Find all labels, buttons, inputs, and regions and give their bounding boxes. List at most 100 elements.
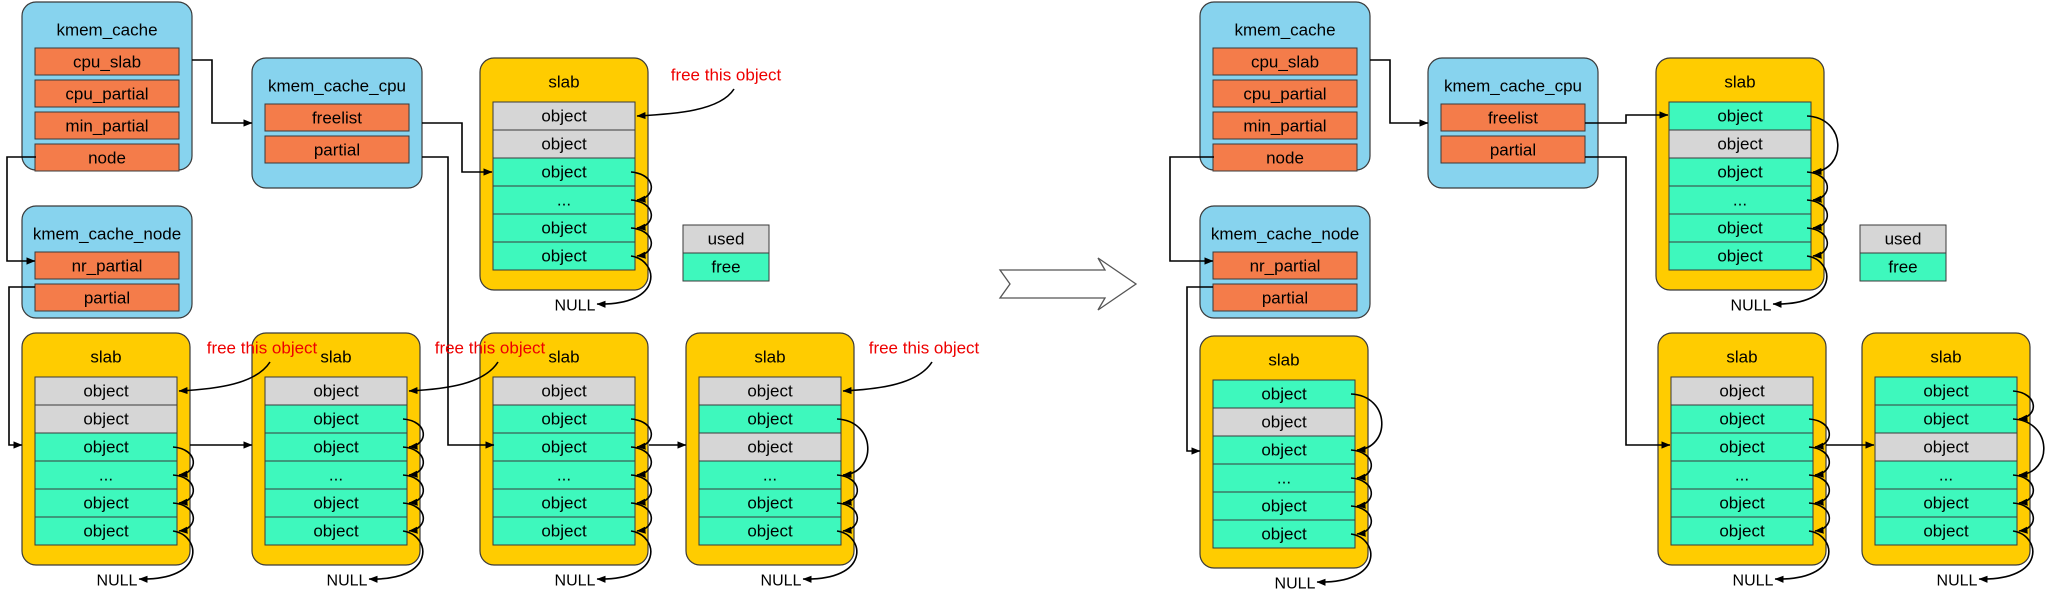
before-partial-slab-3-next-link	[630, 446, 653, 478]
field-partial	[1440, 135, 1586, 164]
field-partial	[34, 283, 180, 312]
before-partial-slab-4-title: slab	[754, 348, 785, 367]
before-freelist-link	[422, 122, 493, 176]
object-label: object	[747, 522, 793, 541]
after-partial-slab-2-null-link	[1978, 530, 2034, 583]
after-partial-slab-1-next-link	[1808, 502, 1831, 534]
after-partial-slab-2-null: NULL	[1937, 573, 1978, 590]
object-free	[698, 460, 842, 490]
field-cpu_slab	[1212, 47, 1358, 76]
object-free	[492, 516, 636, 546]
legend-free-label: free	[1888, 258, 1917, 277]
object-label: object	[747, 494, 793, 513]
before-kmem-cache: kmem_cachecpu_slabcpu_partialmin_partial…	[21, 1, 193, 172]
object-used	[492, 376, 636, 406]
object-free	[1670, 516, 1814, 546]
after-cpu-slab-next-link	[1806, 171, 1829, 203]
after-kmem-cache-node-title: kmem_cache_node	[1211, 225, 1359, 244]
after-partial-slab-2-next-link	[2012, 502, 2035, 534]
field-cpu_partial-label: cpu_partial	[65, 85, 148, 104]
object-label: object	[541, 382, 587, 401]
legend-used-swatch	[682, 224, 770, 254]
object-label: object	[1719, 382, 1765, 401]
field-min_partial	[34, 111, 180, 140]
object-label: ...	[557, 191, 571, 210]
before-partial-slab-3-next-link	[630, 474, 653, 506]
object-label: object	[1717, 219, 1763, 238]
after-cpu-slab-title: slab	[1724, 73, 1755, 92]
after-cpu-partial-link	[1585, 156, 1671, 449]
object-label: object	[747, 410, 793, 429]
object-free	[1668, 185, 1812, 215]
object-free	[698, 516, 842, 546]
field-node-label: node	[1266, 149, 1304, 168]
object-label: object	[83, 522, 129, 541]
after-partial-slab-1-null: NULL	[1733, 573, 1774, 590]
field-node-label: node	[88, 149, 126, 168]
legend-free-swatch	[682, 252, 770, 282]
object-label: object	[1717, 247, 1763, 266]
after-cpu-slab-null: NULL	[1731, 298, 1772, 315]
object-free	[1874, 404, 2018, 434]
object-label: ...	[557, 466, 571, 485]
field-min_partial-label: min_partial	[65, 117, 148, 136]
after-partial-slab-1-next-link	[1808, 418, 1831, 450]
before-partial-slab-3-null-link	[596, 530, 652, 583]
field-partial-label: partial	[1490, 141, 1536, 160]
object-label: object	[1719, 438, 1765, 457]
after-node-slab-next-link	[1350, 393, 1383, 454]
object-label: object	[541, 410, 587, 429]
field-nr_partial-label: nr_partial	[1250, 257, 1321, 276]
after-cpu-slab-next-link	[1806, 227, 1829, 259]
before-slab4-annotation-arrow	[842, 361, 933, 395]
object-label: object	[83, 494, 129, 513]
object-label: object	[83, 410, 129, 429]
after-node-link	[1169, 156, 1214, 265]
object-free	[264, 516, 408, 546]
before-partial-slab-4-next-link	[836, 474, 859, 506]
object-free	[1212, 379, 1356, 409]
before-slab4-annotation: free this object	[869, 339, 980, 358]
object-free	[1670, 488, 1814, 518]
after-node-slab-title: slab	[1268, 351, 1299, 370]
object-used	[34, 404, 178, 434]
after-cpu_slab-link	[1370, 59, 1429, 127]
before-cpu-annotation-arrow	[636, 88, 735, 120]
field-node	[1212, 143, 1358, 172]
field-min_partial	[1212, 111, 1358, 140]
object-label: ...	[1733, 191, 1747, 210]
object-label: object	[313, 410, 359, 429]
after-partial-slab-2-title: slab	[1930, 348, 1961, 367]
after-freelist-link	[1585, 111, 1669, 124]
object-label: object	[747, 382, 793, 401]
before-partial-slab-1-null: NULL	[97, 573, 138, 590]
object-label: ...	[99, 466, 113, 485]
legend-used-label: used	[708, 230, 745, 249]
object-free	[34, 460, 178, 490]
object-free	[1874, 488, 2018, 518]
object-free	[1212, 519, 1356, 549]
object-free	[1670, 432, 1814, 462]
object-label: object	[1719, 410, 1765, 429]
after-kmem-cache-title: kmem_cache	[1234, 21, 1335, 40]
object-free	[1668, 241, 1812, 271]
field-freelist	[264, 103, 410, 132]
field-cpu_partial-label: cpu_partial	[1243, 85, 1326, 104]
object-used	[1874, 432, 2018, 462]
before-partial-slab-3-title: slab	[548, 348, 579, 367]
after-partial-slab-2-next-link	[2012, 474, 2035, 506]
object-label: object	[1719, 522, 1765, 541]
before-partial-slab-4-null-link	[802, 530, 858, 583]
before-node-link	[6, 156, 36, 265]
object-free	[1668, 213, 1812, 243]
object-free	[698, 404, 842, 434]
before-partial-slab-1-next-link	[172, 446, 195, 478]
before-cpu-slab-null-link	[596, 255, 652, 308]
